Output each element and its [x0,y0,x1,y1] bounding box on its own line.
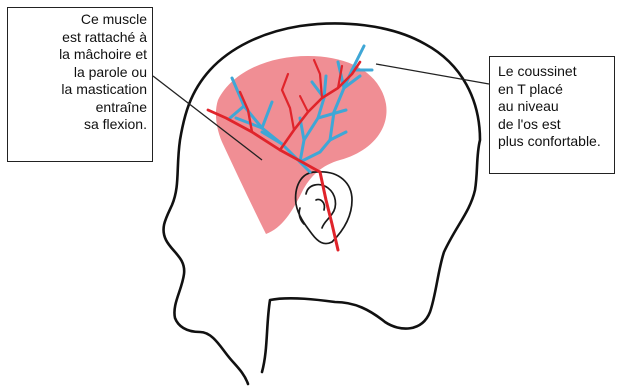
callout-line: la mastication [8,81,147,99]
callout-line: la mâchoire et [8,46,147,64]
callout-line: entraîne [8,99,147,117]
callout-line: en T placé [498,81,614,99]
callout-line: sa flexion. [8,116,147,134]
callout-line: au niveau [498,98,614,116]
callout-line: Le coussinet [498,63,614,81]
callout-line: la parole ou [8,64,147,82]
callout-line: plus confortable. [498,133,614,151]
leader-line-pad [376,64,489,84]
callout-line: Ce muscle [8,11,147,29]
callout-line: est rattaché à [8,29,147,47]
callout-line: de l'os est [498,116,614,134]
pad-callout: Le coussinet en T placé au niveau de l'o… [489,56,615,174]
muscle-callout: Ce muscle est rattaché à la mâchoire et … [7,7,153,162]
